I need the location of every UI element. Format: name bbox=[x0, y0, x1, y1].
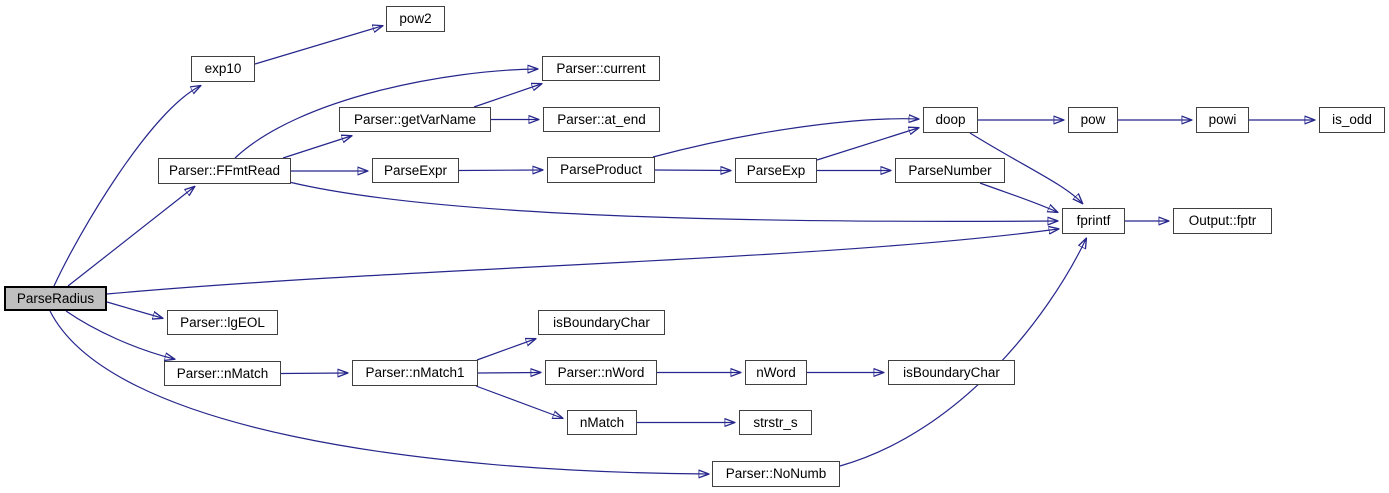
node-nmatch[interactable]: nMatch bbox=[567, 410, 637, 435]
edge-getVarName-current bbox=[473, 84, 541, 108]
node-parser-ffmtread[interactable]: Parser::FFmtRead bbox=[158, 158, 291, 184]
node-parser-at-end[interactable]: Parser::at_end bbox=[543, 107, 660, 132]
edge-ParseProduct-ParseExp bbox=[654, 170, 730, 171]
node-parseproduct[interactable]: ParseProduct bbox=[547, 157, 655, 183]
edge-ParseRadius-exp10 bbox=[53, 86, 200, 287]
node-parser-nonumb[interactable]: Parser::NoNumb bbox=[712, 461, 840, 487]
edge-FFmtRead-getVarName bbox=[282, 136, 351, 159]
node-parser-current[interactable]: Parser::current bbox=[542, 56, 660, 81]
node-pow2[interactable]: pow2 bbox=[386, 6, 445, 32]
edge-ParseProduct-doop bbox=[652, 119, 918, 158]
edge-ParseRadius-nMatch bbox=[65, 310, 174, 359]
node-nword[interactable]: nWord bbox=[745, 360, 807, 385]
node-parse-radius: ParseRadius bbox=[4, 286, 107, 311]
node-parser-nword[interactable]: Parser::nWord bbox=[545, 360, 657, 385]
edge-nMatchP-nMatch1 bbox=[280, 373, 347, 374]
node-isboundarychar-top[interactable]: isBoundaryChar bbox=[538, 310, 665, 335]
node-pow[interactable]: pow bbox=[1068, 107, 1118, 133]
edge-ParseExpr-ParseProduct bbox=[458, 170, 542, 171]
node-strstr-s[interactable]: strstr_s bbox=[739, 410, 812, 435]
edge-ParseNumber-fprintf bbox=[979, 182, 1057, 212]
edge-ParseRadius-NoNumb bbox=[49, 310, 708, 474]
node-is-odd[interactable]: is_odd bbox=[1319, 107, 1385, 133]
node-output-fptr[interactable]: Output::fptr bbox=[1173, 208, 1272, 234]
edge-FFmtRead-current bbox=[234, 69, 537, 159]
edge-ParseExp-doop bbox=[816, 128, 918, 161]
node-doop[interactable]: doop bbox=[923, 107, 978, 133]
edge-FFmtRead-fprintf bbox=[288, 181, 1057, 221]
edge-nMatch1-isBoundaryChar-top bbox=[476, 339, 535, 361]
node-parseexp[interactable]: ParseExp bbox=[735, 158, 817, 183]
node-isboundarychar-right[interactable]: isBoundaryChar bbox=[888, 360, 1015, 385]
edge-ParseRadius-FFmtRead bbox=[67, 187, 194, 287]
edge-exp10-pow2 bbox=[254, 26, 382, 65]
node-powi[interactable]: powi bbox=[1196, 107, 1249, 133]
node-parsenumber[interactable]: ParseNumber bbox=[895, 158, 1005, 183]
node-parser-nmatch1[interactable]: Parser::nMatch1 bbox=[352, 360, 478, 386]
node-parseexpr[interactable]: ParseExpr bbox=[372, 158, 459, 183]
edge-ParseRadius-fprintf bbox=[106, 229, 1058, 295]
edge-ParseRadius-lgEOL bbox=[106, 301, 162, 318]
edge-nMatch1-nMatch bbox=[475, 385, 562, 418]
node-parser-nmatch[interactable]: Parser::nMatch bbox=[164, 361, 281, 386]
node-parser-lgeol[interactable]: Parser::lgEOL bbox=[167, 310, 278, 335]
node-exp10[interactable]: exp10 bbox=[191, 56, 255, 82]
edge-doop-fprintf bbox=[969, 132, 1082, 203]
edge-NoNumb-fprintf bbox=[839, 239, 1086, 467]
node-parser-getvarname[interactable]: Parser::getVarName bbox=[339, 107, 491, 132]
edge-nMatch1-nWordP bbox=[477, 373, 540, 374]
node-fprintf[interactable]: fprintf bbox=[1062, 208, 1125, 234]
